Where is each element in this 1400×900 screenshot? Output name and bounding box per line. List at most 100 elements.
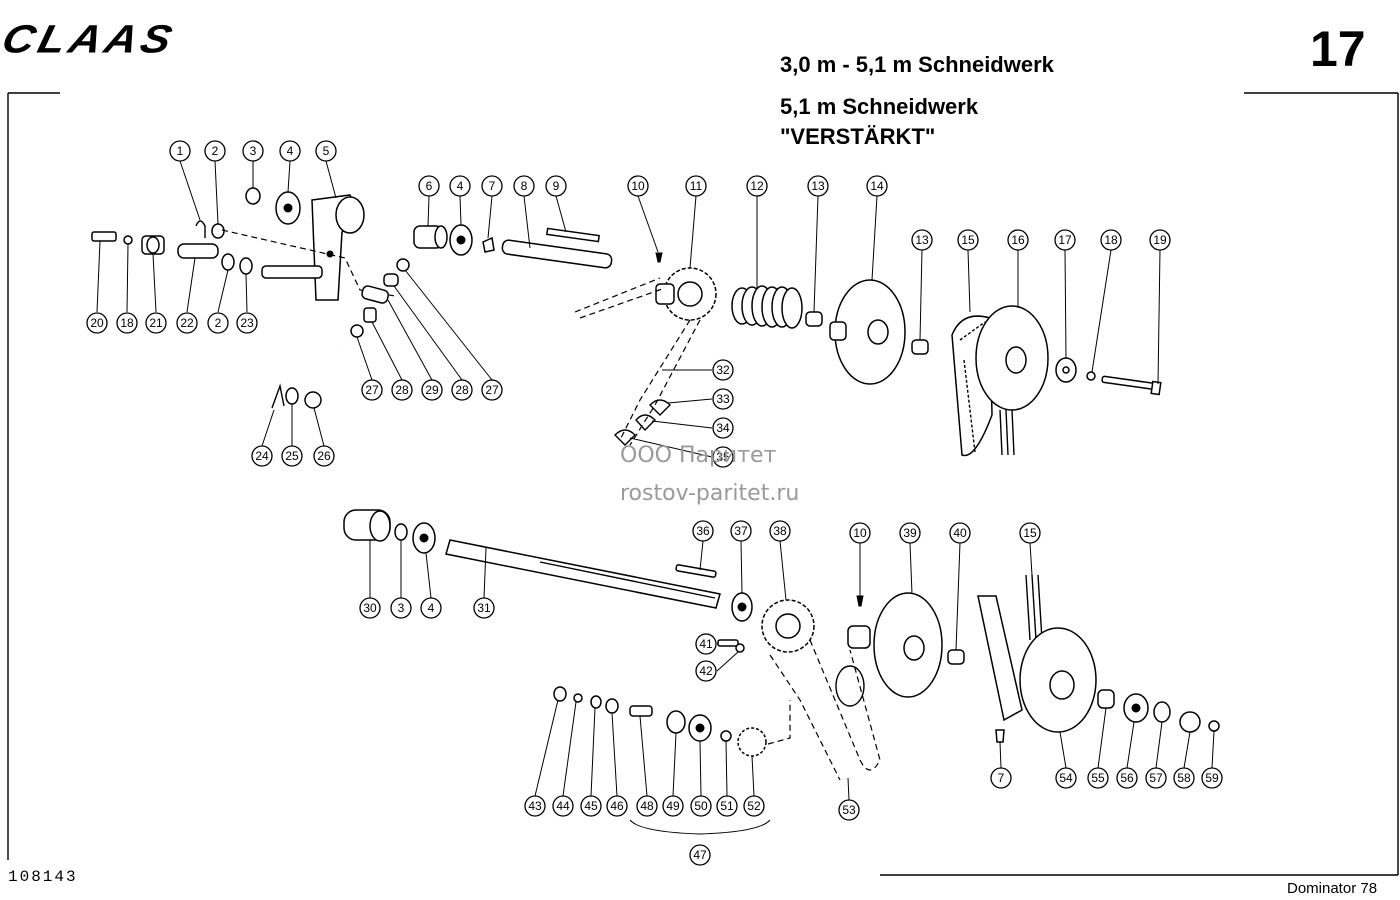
callout-label: 10: [631, 179, 645, 193]
callout-label: 40: [953, 526, 967, 540]
callout-label: 32: [716, 363, 730, 377]
callout-label: 7: [998, 771, 1005, 785]
callout-label: 57: [1149, 771, 1163, 785]
callout-9: 9: [545, 175, 567, 197]
callout-43: 43: [524, 795, 546, 817]
callout-15: 15: [957, 229, 979, 251]
callout-40: 40: [949, 522, 971, 544]
callout-13: 13: [807, 175, 829, 197]
callout-5: 5: [315, 140, 337, 162]
callout-label: 21: [149, 316, 163, 330]
callout-49: 49: [662, 795, 684, 817]
callout-label: 53: [842, 803, 856, 817]
callout-26: 26: [313, 445, 335, 467]
callout-24: 24: [251, 445, 273, 467]
callout-label: 46: [610, 799, 624, 813]
callout-label: 15: [961, 233, 975, 247]
callout-57: 57: [1145, 767, 1167, 789]
callout-29: 29: [421, 379, 443, 401]
callout-label: 18: [1104, 233, 1118, 247]
callout-label: 2: [215, 316, 222, 330]
callout-2: 2: [204, 140, 226, 162]
callout-label: 15: [1023, 526, 1037, 540]
callout-3: 3: [242, 140, 264, 162]
callout-label: 47: [693, 848, 707, 862]
callout-label: 12: [750, 179, 764, 193]
callout-label: 11: [690, 179, 703, 193]
callout-58: 58: [1173, 767, 1195, 789]
title-line-1: 3,0 m - 5,1 m Schneidwerk: [780, 52, 1054, 77]
callout-label: 6: [426, 179, 433, 193]
callout-label: 31: [477, 601, 491, 615]
callout-label: 36: [696, 524, 710, 538]
callout-label: 56: [1120, 771, 1134, 785]
callout-11: 11: [685, 175, 707, 197]
callout-label: 18: [120, 316, 134, 330]
brand-logo: CLAAS: [0, 17, 181, 62]
callout-52: 52: [743, 795, 765, 817]
callout-17: 17: [1054, 229, 1076, 251]
callout-31: 31: [473, 597, 495, 619]
callout-8: 8: [513, 175, 535, 197]
callout-37: 37: [730, 520, 752, 542]
watermark-company: ООО Паритет: [620, 443, 777, 468]
callout-label: 1: [177, 144, 184, 158]
callout-46: 46: [606, 795, 628, 817]
callout-48: 48: [636, 795, 658, 817]
callout-label: 55: [1091, 771, 1105, 785]
callout-label: 23: [240, 316, 254, 330]
upper-right-assembly: [574, 252, 1162, 457]
callout-32: 32: [712, 359, 734, 381]
callout-label: 51: [720, 799, 734, 813]
callout-label: 20: [90, 316, 104, 330]
callout-30: 30: [359, 597, 381, 619]
page-number: 17: [1310, 21, 1366, 77]
callout-21: 21: [145, 312, 167, 334]
callout-label: 5: [323, 144, 330, 158]
callout-16: 16: [1007, 229, 1029, 251]
callout-41: 41: [695, 633, 717, 655]
callout-label: 34: [716, 421, 730, 435]
callout-23: 23: [236, 312, 258, 334]
callout-label: 39: [903, 526, 917, 540]
callout-53: 53: [838, 799, 860, 821]
callout-label: 27: [365, 383, 379, 397]
drawing-number: 108143: [8, 868, 78, 886]
callout-1: 1: [169, 140, 191, 162]
callout-18: 18: [116, 312, 138, 334]
callout-label: 4: [287, 144, 294, 158]
callout-balloons: 1 2 3 4 5 20 18 21 22 2 23 6 4 7 8 9 27 …: [86, 140, 1223, 866]
callout-label: 38: [773, 524, 787, 538]
callout-label: 4: [457, 179, 464, 193]
callout-label: 13: [811, 179, 825, 193]
callout-27: 27: [481, 379, 503, 401]
callout-20: 20: [86, 312, 108, 334]
callout-label: 37: [734, 524, 748, 538]
callout-50: 50: [690, 795, 712, 817]
callout-label: 50: [694, 799, 708, 813]
frame: [7, 92, 1399, 876]
callout-label: 59: [1205, 771, 1219, 785]
callout-3: 3: [390, 597, 412, 619]
callout-label: 54: [1059, 771, 1073, 785]
title-line-3: "VERSTÄRKT": [780, 124, 936, 149]
callout-label: 16: [1011, 233, 1025, 247]
callout-label: 25: [285, 449, 299, 463]
callout-label: 58: [1177, 771, 1191, 785]
callout-label: 49: [666, 799, 680, 813]
callout-label: 45: [584, 799, 598, 813]
callout-label: 26: [317, 449, 331, 463]
callout-label: 4: [428, 601, 435, 615]
callout-28: 28: [391, 379, 413, 401]
callout-label: 2: [212, 144, 219, 158]
callout-label: 43: [528, 799, 542, 813]
callout-label: 30: [363, 601, 377, 615]
callout-59: 59: [1201, 767, 1223, 789]
callout-label: 22: [180, 316, 194, 330]
callout-label: 29: [425, 383, 439, 397]
callout-label: 24: [255, 449, 269, 463]
callout-42: 42: [695, 660, 717, 682]
callout-13: 13: [911, 229, 933, 251]
callout-15: 15: [1019, 522, 1041, 544]
